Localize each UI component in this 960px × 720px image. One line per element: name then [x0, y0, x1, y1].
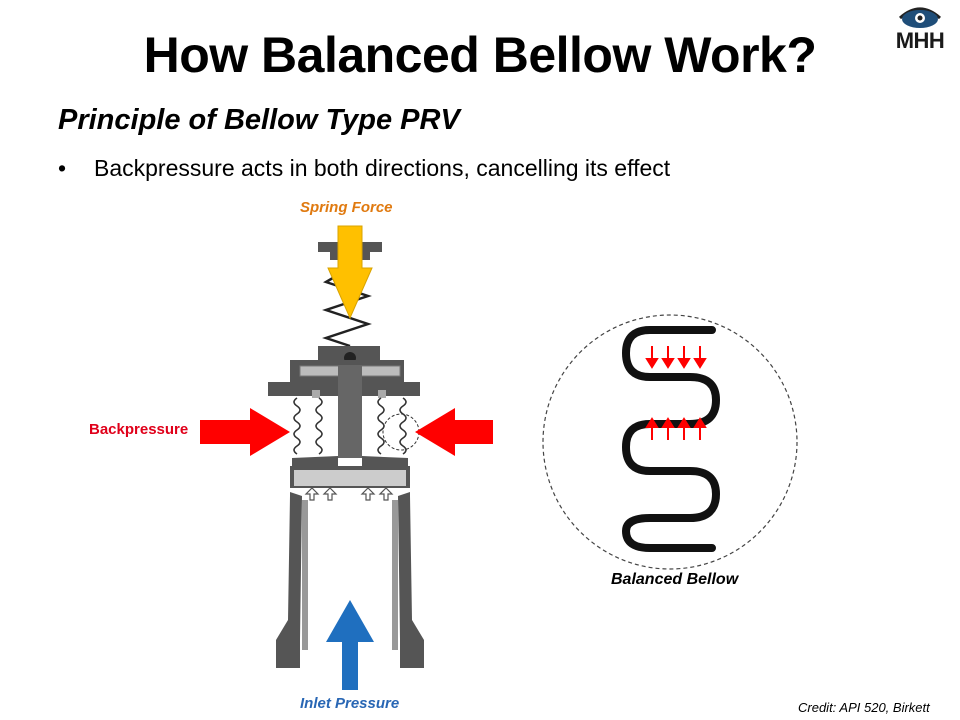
credit-text: Credit: API 520, Birkett: [798, 700, 930, 715]
mhh-logo: MHH: [884, 2, 956, 58]
disc-pressure-arrows: [304, 487, 394, 501]
balanced-bellow-label: Balanced Bellow: [611, 571, 739, 588]
slide-title: How Balanced Bellow Work?: [143, 27, 817, 83]
spring-force-arrow: [327, 225, 373, 320]
bellows-right: [377, 397, 407, 455]
logo-text: MHH: [895, 28, 945, 53]
eye-icon: [898, 7, 942, 28]
valve-disc: [290, 456, 410, 488]
inlet-pressure-label: Inlet Pressure: [300, 695, 400, 712]
balanced-bellow-detail: [542, 314, 798, 570]
backpressure-arrow-left: [200, 408, 290, 456]
valve-stem: [338, 366, 362, 458]
inlet-pressure-arrow: [326, 600, 374, 690]
spring: [322, 266, 372, 348]
slide-subtitle: Principle of Bellow Type PRV: [58, 104, 460, 136]
backpressure-label: Backpressure: [89, 421, 189, 438]
bellows-left: [293, 397, 323, 455]
nozzle-body: [276, 492, 424, 668]
bullet-marker: •: [58, 155, 67, 181]
backpressure-arrow-right: [415, 408, 493, 456]
bullet-text: Backpressure acts in both directions, ca…: [94, 155, 671, 181]
spring-force-label: Spring Force: [300, 199, 393, 216]
